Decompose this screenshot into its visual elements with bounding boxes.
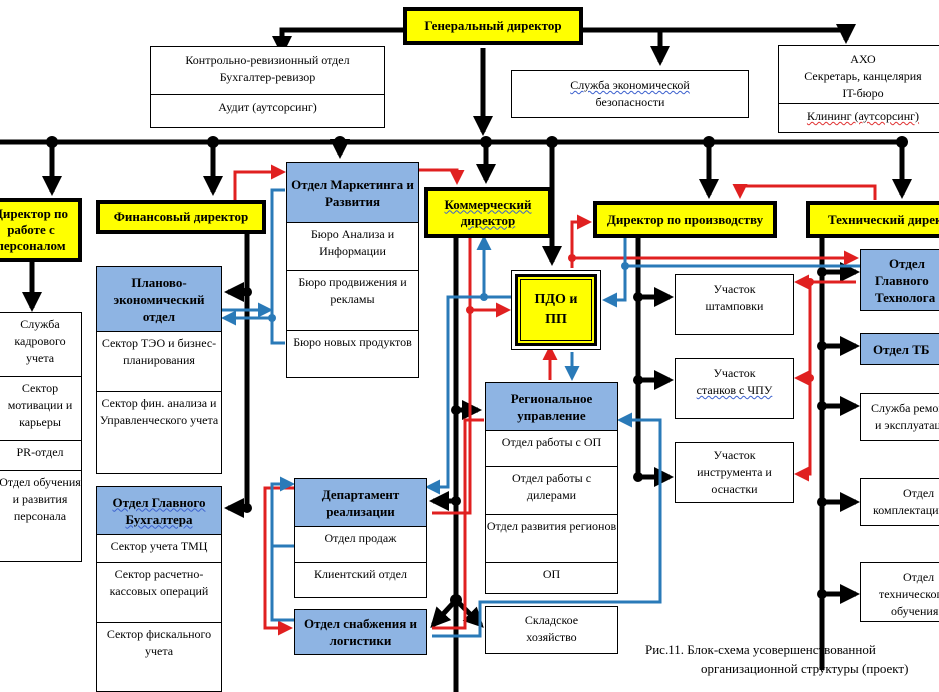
regional-unit: Отдел работы с ОП bbox=[486, 431, 617, 467]
technical-director-box: Технический директор bbox=[806, 201, 939, 238]
planning-unit: Сектор фин. анализа и Управленческого уч… bbox=[99, 396, 219, 427]
regional-mgmt-box: Региональное управление Отдел работы с О… bbox=[485, 382, 618, 594]
line-gd-right bbox=[540, 27, 849, 40]
cleaning-outsourcing: Клининг (аутсорсинг) bbox=[806, 109, 920, 123]
hr-unit: Служба кадрового учета bbox=[0, 313, 81, 377]
planning-dept-box: Планово-экономический отдел Сектор ТЭО и… bbox=[96, 266, 222, 474]
chief-accountant-box: Отдел Главного Бухгалтера Сектор учета Т… bbox=[96, 486, 222, 692]
accounting-unit: Сектор расчетно-кассовых операций bbox=[97, 563, 221, 623]
hr-unit: PR-отдел bbox=[0, 441, 81, 471]
general-director-label: Генеральный директор bbox=[424, 18, 562, 33]
sales-unit: Клиентский отдел bbox=[314, 567, 407, 581]
regional-unit: Отдел развития регионов bbox=[486, 515, 617, 563]
marketing-dept-title: Отдел Маркетинга и Развития bbox=[287, 163, 418, 223]
hr-unit: Отдел обучения и развития персонала bbox=[0, 475, 81, 523]
production-director-box: Директор по производству bbox=[593, 201, 777, 238]
figure-caption: Рис.11. Блок-схема усовершенствованной о… bbox=[645, 640, 908, 678]
planning-unit: Сектор ТЭО и бизнес-планирования bbox=[97, 332, 221, 392]
accounting-unit: Сектор учета ТМЦ bbox=[97, 535, 221, 563]
regional-unit: Отдел работы с дилерами bbox=[486, 467, 617, 515]
accounting-unit: Сектор фискального учета bbox=[106, 627, 212, 658]
tech-training-box: Отделтехническогообучения bbox=[860, 562, 939, 622]
finance-director-box: Финансовый директор bbox=[96, 200, 266, 234]
hr-units-box: Служба кадрового учета Сектор мотивации … bbox=[0, 312, 82, 562]
supply-logistics-title: Отдел снабжения и логистики bbox=[295, 610, 426, 654]
marketing-unit: Бюро новых продуктов bbox=[293, 335, 412, 349]
audit-outsourcing: Аудит (аутсорсинг) bbox=[218, 100, 317, 114]
general-director-box: Генеральный директор bbox=[403, 7, 583, 45]
sales-unit: Отдел продаж bbox=[295, 527, 426, 563]
repair-service-box: Служба ремонтаи эксплуатации bbox=[860, 393, 939, 441]
safety-dept-box: Отдел ТБ bbox=[860, 333, 939, 365]
sales-dept-box: Департамент реализации Отдел продаж Клие… bbox=[294, 478, 427, 598]
line-gd-control bbox=[272, 27, 405, 56]
caption-line-2: организационной структуры (проект) bbox=[701, 661, 909, 676]
regional-mgmt-title: Региональное управление bbox=[486, 383, 617, 431]
sales-dept-title: Департамент реализации bbox=[295, 479, 426, 527]
chief-accountant-title: Отдел Главного Бухгалтера bbox=[97, 487, 221, 535]
supply-logistics-box: Отдел снабжения и логистики bbox=[294, 609, 427, 655]
caption-line-1: Рис.11. Блок-схема усовершенствованной bbox=[645, 642, 876, 657]
marketing-unit: Бюро Анализа и Информации bbox=[287, 223, 418, 271]
regional-unit: ОП bbox=[542, 567, 561, 581]
marketing-dept-box: Отдел Маркетинга и Развития Бюро Анализа… bbox=[286, 162, 419, 378]
planning-dept-title: Планово-экономический отдел bbox=[97, 267, 221, 332]
marketing-unit: Бюро продвижения и рекламы bbox=[287, 271, 418, 331]
hr-unit: Сектор мотивации и карьеры bbox=[0, 377, 81, 441]
